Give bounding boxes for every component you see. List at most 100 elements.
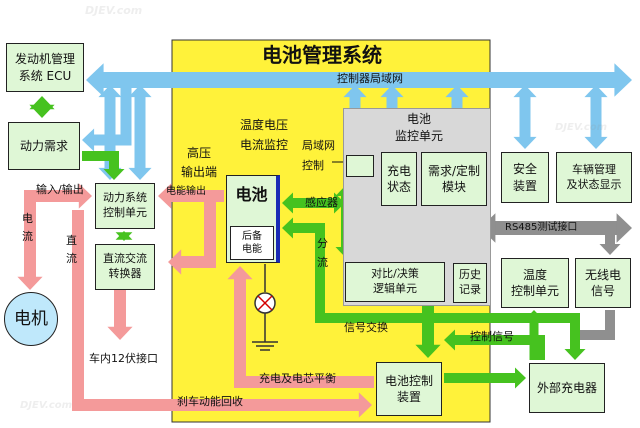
can-control-box [346,155,374,177]
temp-ctrl-line1: 温度 [522,267,547,282]
tvm-line2: 电流监控 [240,138,289,153]
logic-to-battery-ctrl-arrow-head [415,344,441,358]
backup-line1: 后备 [242,230,262,242]
bcd-line1: 电池控制 [384,373,433,388]
can-ctrl-line2: 控制 [302,159,324,173]
tvm-line1: 温度电压 [240,118,289,132]
engine-ecu-box: 发动机管理 系统 ECU [6,43,84,92]
rs485-down-arrow-head [599,244,621,255]
can-bus-arrow-head [86,63,104,97]
dc-ac-converter-box: 直流交流 转换器 [95,244,155,290]
power-ctrl-line1: 动力系统 [103,191,147,205]
demand-bus-arrow [92,85,132,146]
control-signal-label: 控制信号 [470,330,514,343]
battery-label: 电池 [235,185,268,204]
demand-to-ctrl-arrow-head [103,169,125,180]
demand-line2: 模块 [441,180,466,194]
temp-control-box: 温度 控制单元 [501,258,569,308]
lamp-cross-2 [257,295,273,311]
history-box: 历史 记录 [453,263,487,303]
regen-arrow [72,210,361,411]
charge-state-line2: 状态 [386,180,411,194]
demand-module-box: 需求/定制 模块 [421,152,487,206]
can-control-label: 局域网 控制 [302,136,335,177]
rs485-label: RS485测试接口 [505,222,578,233]
safety-bus-arrow-head [513,85,537,98]
vehicle-bus-arrow-head [584,136,608,149]
wireless-line1: 无线电 [584,267,621,282]
control-signal-arrow-head [444,329,455,351]
demand-to-ctrl-arrow [82,151,119,171]
can-bus-label: 控制器局域网 [337,72,403,85]
history-line1: 历史 [459,268,481,282]
io-motor-arrow-head [17,276,43,290]
safety-line2: 装置 [512,178,537,193]
dc-label: 直流 [66,234,77,265]
demand-bus-arrow-head [82,128,95,152]
temp-ctrl-line2: 控制单元 [510,284,559,298]
dcdc-to-12v-arrow-head [107,326,133,340]
temp-to-charger-arrow-head [524,310,544,320]
shunt-exchange-arrow-head [564,349,586,360]
external-charger-box: 外部充电器 [529,363,605,413]
signal-exchange-label: 信号交换 [344,321,388,334]
power-control-unit-box: 动力系统 控制单元 [95,183,155,229]
hv-line1: 高压 [187,146,212,160]
power-ctrl-line2: 控制单元 [103,206,147,219]
charge-state-bus-arrow-head [380,85,404,98]
compare-line1: 对比/决策 [371,267,419,281]
energy-output-label: 电能输出 [166,186,206,197]
wireless-signal-box: 无线电 信号 [575,258,631,308]
io-label: 输入/输出 [36,183,84,196]
charge-balance-arrow [234,277,374,388]
history-line2: 记录 [459,283,481,296]
can-ctrl-line1: 局域网 [302,139,335,152]
charge-state-box: 充电 状态 [381,152,417,206]
vehicle-bus-arrow-head [584,85,608,98]
charge-balance-arrow-head [227,266,253,280]
control-signal-arrow [453,335,545,360]
charge-balance-label: 充电及电芯平衡 [259,372,336,385]
battery-to-dcdc-arrow-head [168,249,182,275]
compare-line2: 逻辑单元 [373,282,417,295]
vehicle-mgmt-box: 车辆管理 及状态显示 [556,152,632,203]
diagram-title: 电池管理系统 [262,43,382,67]
shunt-exchange-arrow [291,223,580,351]
vehicle-line2: 及状态显示 [566,177,622,191]
ecu-line2: 系统 ECU [18,68,72,83]
rs485-arrow-head [616,213,632,243]
safety-device-box: 安全 装置 [501,152,549,203]
sensor-arrow-head [282,192,293,214]
hv-line2: 输出端 [181,164,218,179]
shunt-label: 分流 [317,237,328,269]
backup-line2: 电能 [242,244,262,255]
safety-line1: 安全 [512,162,537,177]
battery-to-ctrl-arrow-head [158,183,172,209]
regen-braking-label: 刹车动能回收 [177,395,243,408]
sensor-label: 感应器 [305,196,338,209]
power-ctrl-bus-arrow-2-head [98,85,122,98]
ecu-line1: 发动机管理 [14,52,75,67]
battery-to-dcdc-arrow [179,196,216,268]
compare-logic-box: 对比/决策 逻辑单元 [345,262,445,302]
hv-output-label: 高压 输出端 [181,144,217,181]
dcdc-line2: 转换器 [108,267,142,280]
power-demand-box: 动力需求 [8,122,80,170]
monitor-unit-title: 电池 监控单元 [395,111,443,146]
motor-circle: 电机 [4,292,58,346]
monitor-title-line1: 电池 [407,112,432,126]
can-control-bus-arrow-head [343,85,367,98]
port-12v-label: 车内12伏接口 [89,352,158,365]
power-ctrl-bus-arrow-head [128,85,152,98]
ctrl-dcdc-arrow-head [115,231,133,240]
io-motor-arrow-head [78,183,92,209]
ecu-demand-arrow-head [29,96,55,110]
shunt-exchange-arrow-head [282,217,293,239]
battery-control-device-box: 电池控制 装置 [376,362,442,416]
io-motor-arrow [24,190,81,279]
safety-bus-arrow-head [513,136,537,149]
charge-state-line1: 充电 [386,163,411,178]
backup-energy-box: 后备 电能 [230,226,274,260]
power-ctrl-bus-arrow-head [128,167,152,180]
